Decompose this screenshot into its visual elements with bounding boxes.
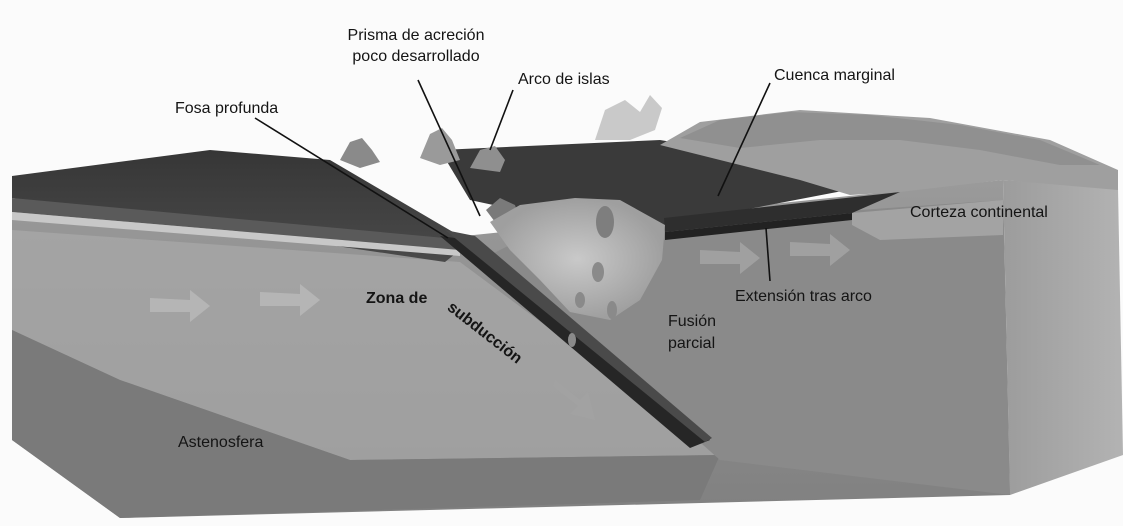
marginal-basin-plate bbox=[664, 192, 900, 232]
continental-crust-front bbox=[852, 200, 1003, 240]
oceanic-plate-edge bbox=[12, 198, 460, 250]
label-prisma-line2: poco desarrollado bbox=[352, 48, 480, 65]
magma-blob-1 bbox=[596, 206, 614, 238]
subducting-slab-top bbox=[445, 230, 712, 442]
block-right-face bbox=[1003, 180, 1123, 495]
flow-arrow-1 bbox=[150, 290, 210, 322]
magma-blob-5 bbox=[568, 333, 576, 347]
flow-arrow-2 bbox=[260, 284, 320, 316]
label-zona-de: Zona de bbox=[366, 290, 428, 307]
label-prisma-line1: Prisma de acreción bbox=[347, 27, 485, 44]
continental-crust-texture bbox=[680, 112, 1100, 165]
asthenosphere-region bbox=[12, 330, 720, 518]
label-extension-tras-arco: Extensión tras arco bbox=[735, 288, 872, 305]
flow-arrow-5 bbox=[790, 234, 850, 266]
label-corteza-continental: Corteza continental bbox=[910, 204, 1048, 221]
magma-blob-2 bbox=[592, 262, 604, 282]
label-fosa-profunda: Fosa profunda bbox=[175, 100, 279, 117]
flow-arrow-4 bbox=[700, 242, 760, 274]
island-arc-2 bbox=[420, 128, 460, 165]
flow-arrow-3 bbox=[553, 380, 595, 420]
marginal-basin-edge bbox=[665, 213, 852, 240]
magma-blob-3 bbox=[575, 292, 585, 308]
leader-cuenca bbox=[717, 82, 771, 197]
label-fusion: Fusión bbox=[668, 313, 717, 330]
leader-prisma bbox=[417, 79, 481, 217]
leader-arco bbox=[489, 89, 514, 151]
magma-blob-4 bbox=[607, 301, 617, 319]
label-cuenca-marginal: Cuenca marginal bbox=[774, 67, 895, 84]
label-astenosfera: Astenosfera bbox=[178, 434, 264, 451]
label-parcial: parcial bbox=[668, 335, 716, 352]
island-arc-3 bbox=[470, 146, 505, 172]
volcano-smoke bbox=[595, 95, 662, 140]
leader-fosa bbox=[254, 117, 449, 239]
label-arco-islas: Arco de islas bbox=[518, 71, 610, 88]
leader-extension bbox=[765, 227, 771, 282]
magma-plume bbox=[490, 198, 665, 320]
island-arc-1 bbox=[340, 138, 380, 168]
oceanic-plate-edge-light bbox=[12, 212, 460, 256]
lithosphere-band bbox=[12, 230, 720, 460]
